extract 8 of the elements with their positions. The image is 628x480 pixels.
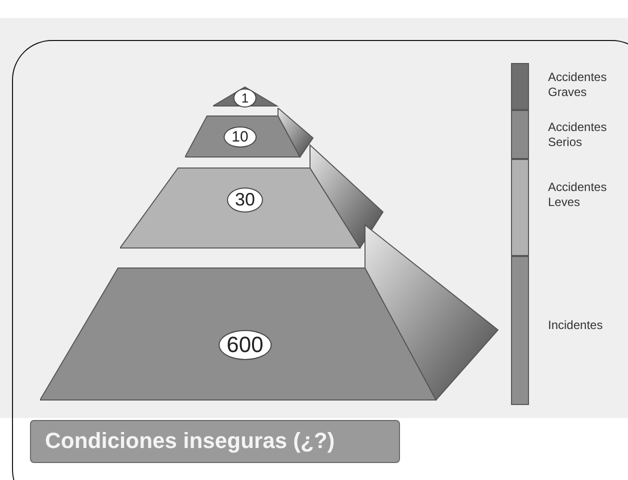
legend-text: Incidentes: [548, 318, 604, 333]
pyramid-tier: [120, 143, 385, 249]
pyramid-tier: [40, 224, 500, 401]
legend-text: Accidentes Leves: [548, 180, 608, 210]
pyramid-tier: [185, 108, 315, 158]
legend-text: Accidentes Graves: [548, 70, 608, 100]
caption-bar: Condiciones inseguras (¿?): [30, 420, 400, 463]
legend-text: Accidentes Serios: [548, 120, 608, 150]
